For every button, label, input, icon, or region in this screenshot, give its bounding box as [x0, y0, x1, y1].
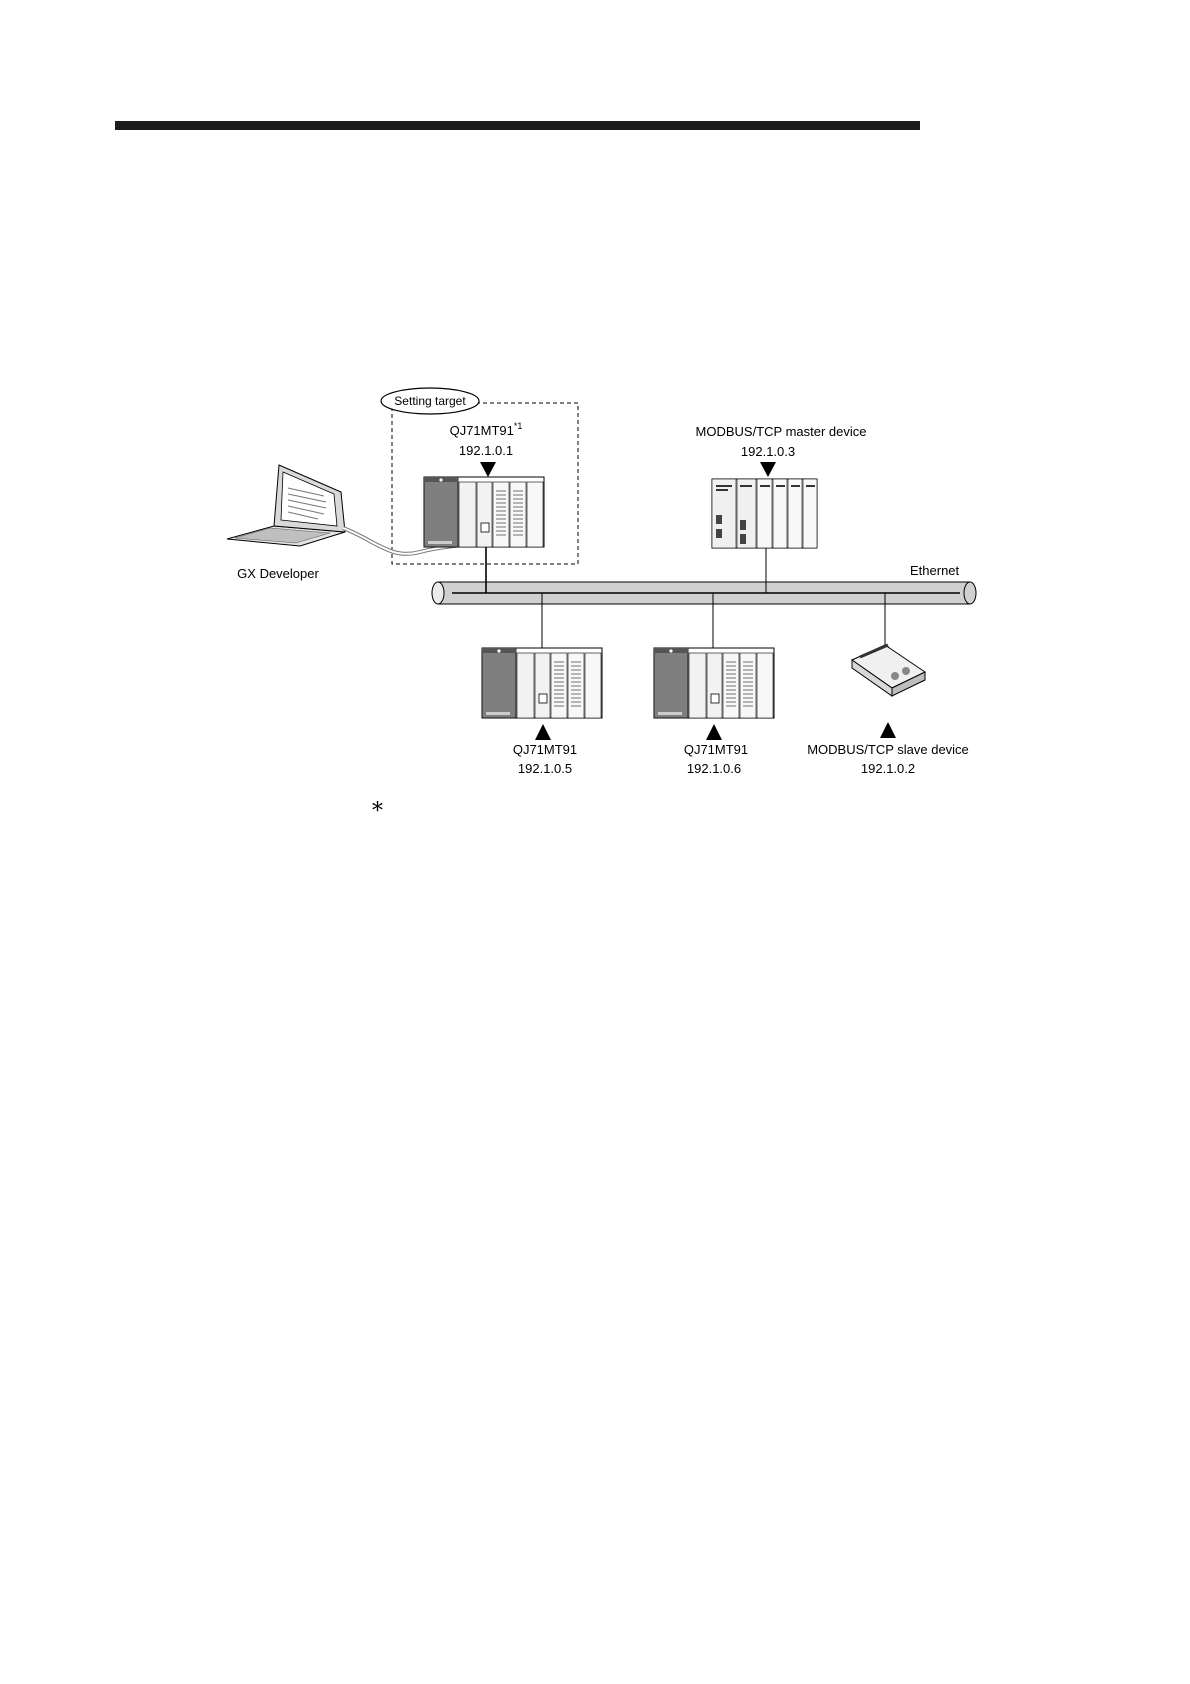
station-5-pointer-icon: [535, 724, 551, 740]
station-5-model: QJ71MT91: [513, 742, 577, 758]
target-pointer-icon: [480, 462, 496, 477]
plc-target-icon: [424, 477, 544, 547]
setting-target-label: Setting target: [394, 393, 465, 409]
master-device-ip: 192.1.0.3: [741, 444, 795, 460]
footnote-mark: *: [372, 800, 383, 824]
slave-device-label: MODBUS/TCP slave device: [807, 742, 969, 758]
target-module-label: QJ71MT91*1: [450, 423, 523, 440]
gx-developer-label: GX Developer: [237, 566, 319, 582]
plc-station-6-icon: [654, 648, 774, 718]
station-6-model: QJ71MT91: [684, 742, 748, 758]
master-plc-icon: [712, 479, 817, 548]
master-pointer-icon: [760, 462, 776, 477]
target-ip: 192.1.0.1: [459, 443, 513, 459]
station-6-pointer-icon: [706, 724, 722, 740]
slave-device-ip: 192.1.0.2: [861, 761, 915, 777]
station-5-ip: 192.1.0.5: [518, 761, 572, 777]
slave-pointer-icon: [880, 722, 896, 738]
ethernet-cable: [432, 582, 976, 604]
target-footnote-ref: *1: [514, 421, 523, 431]
master-device-label: MODBUS/TCP master device: [696, 424, 867, 440]
ethernet-label: Ethernet: [910, 563, 959, 579]
laptop-icon: [227, 465, 345, 546]
station-6-ip: 192.1.0.6: [687, 761, 741, 777]
slave-device-icon: [852, 645, 925, 696]
plc-station-5-icon: [482, 648, 602, 718]
target-model: QJ71MT91: [450, 423, 514, 438]
